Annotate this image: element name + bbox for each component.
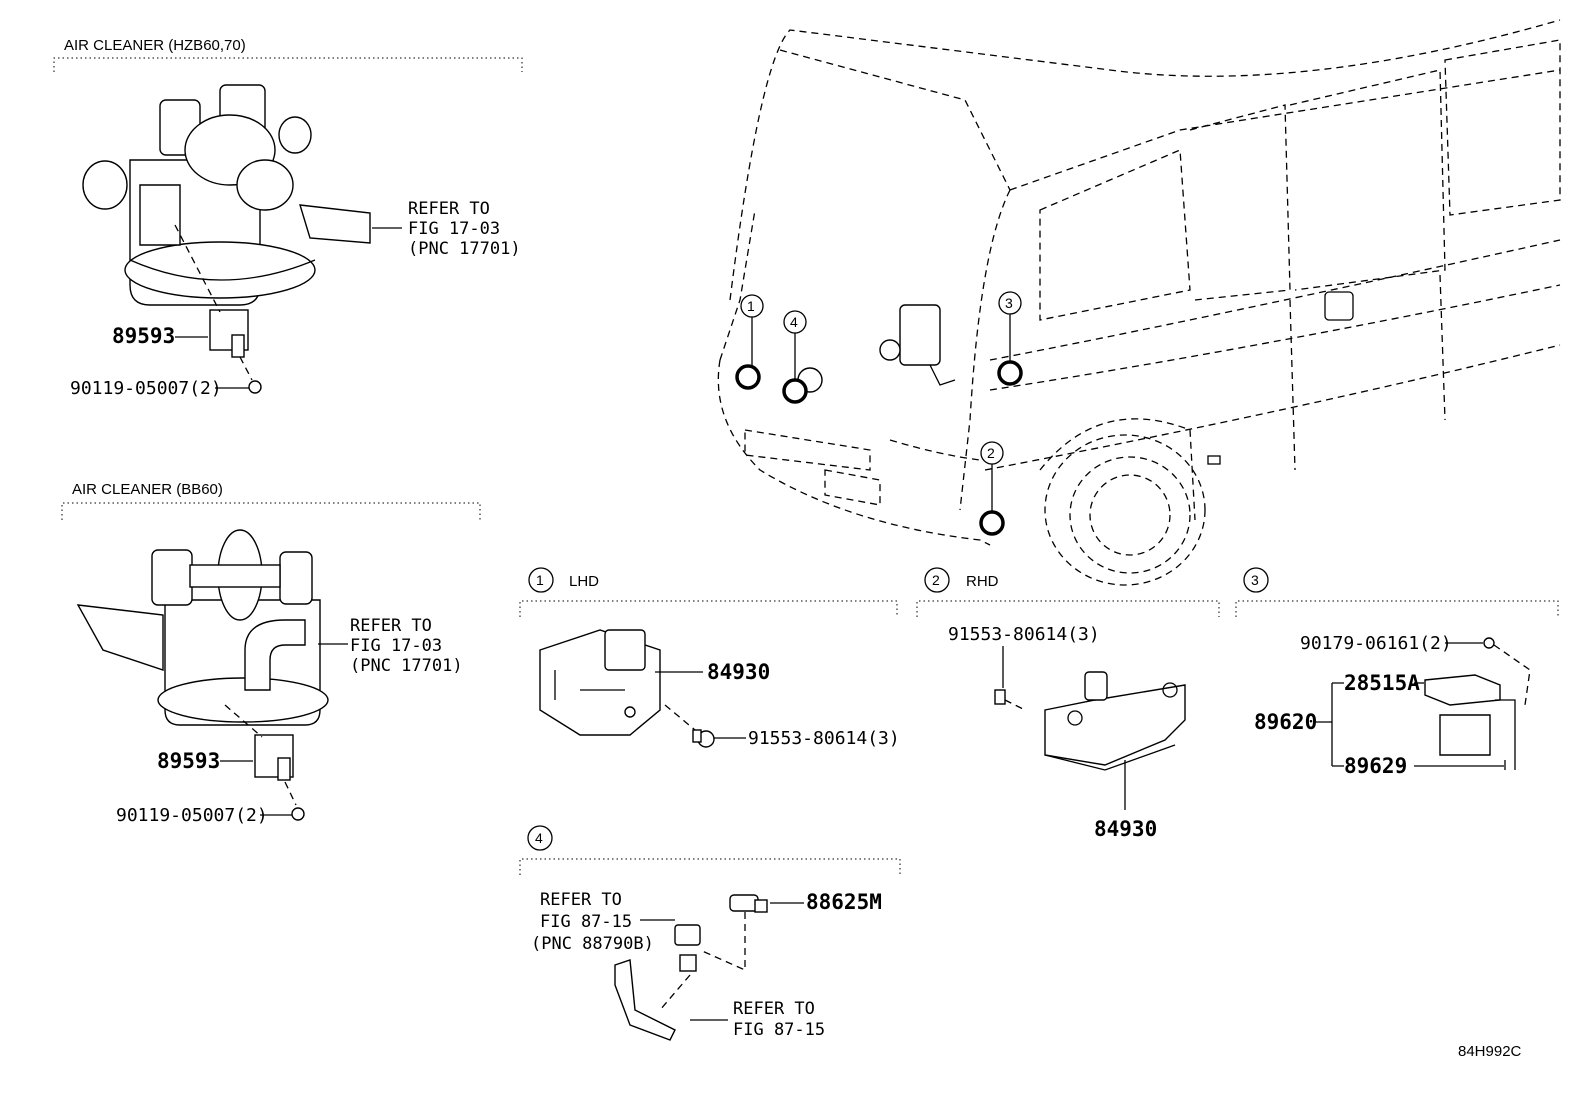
part-number-91553-80614: 91553-80614(3) — [748, 728, 900, 749]
bracket-84930-rhd-illustration — [1044, 671, 1186, 771]
view-4-group: 4 REFER TO FIG 87-15 (PNC 88790B) 88625M… — [519, 825, 901, 1041]
svg-text:REFER TO: REFER TO — [350, 616, 432, 636]
connector-bracket-illustration — [614, 924, 701, 1041]
svg-text:FIG 87-15: FIG 87-15 — [540, 912, 632, 932]
part-89593-a-illustration — [174, 224, 262, 394]
view-1-lhd-group: 1 LHD 84930 91553-80614(3) — [519, 567, 900, 749]
svg-text:1: 1 — [747, 298, 755, 314]
section-bracket — [519, 600, 898, 617]
section-bracket — [53, 57, 523, 72]
view-1-label: LHD — [569, 573, 599, 590]
svg-text:FIG 17-03: FIG 17-03 — [408, 219, 500, 239]
view-2-number: 2 — [932, 572, 940, 588]
vehicle-callout-2: 2 — [979, 441, 1005, 536]
view-1-number: 1 — [536, 572, 544, 588]
vehicle-callout-3: 3 — [997, 291, 1023, 386]
refer-fig8715: REFER TO FIG 87-15 — [690, 999, 825, 1040]
vehicle-callout-4: 4 — [782, 310, 808, 404]
part-number-90119-05007: 90119-05007(2) — [116, 805, 268, 826]
part-89593-b-illustration — [224, 704, 305, 821]
part-number-89593: 89593 — [157, 749, 220, 773]
sensor-assembly-illustration — [1424, 674, 1516, 770]
section-bracket — [519, 858, 901, 875]
view-3-group: 3 90179-06161(2) 28515A 89620 89629 — [1235, 567, 1559, 778]
view-2-label: RHD — [966, 573, 999, 590]
part-number-89629: 89629 — [1344, 754, 1407, 778]
air-cleaner-bb-group: AIR CLEANER (BB60) REFER TO FIG 17-03 (P… — [61, 481, 481, 826]
section-title-air-cleaner-bb: AIR CLEANER (BB60) — [72, 481, 223, 498]
svg-text:(PNC 88790B): (PNC 88790B) — [531, 934, 654, 954]
diagram-code: 84H992C — [1458, 1043, 1522, 1060]
part-number-90119-05007: 90119-05007(2) — [70, 378, 222, 399]
svg-text:REFER TO: REFER TO — [733, 999, 815, 1019]
refer-fig1703-a: REFER TO FIG 17-03 (PNC 17701) — [372, 199, 521, 259]
svg-text:(PNC 17701): (PNC 17701) — [408, 239, 521, 259]
bolt-91553-rhd-illustration — [994, 646, 1026, 711]
refer-fig8715-pnc: REFER TO FIG 87-15 (PNC 88790B) — [531, 890, 675, 954]
bracket-84930-lhd-illustration — [539, 629, 661, 736]
part-number-89620: 89620 — [1254, 710, 1317, 734]
refer-fig1703-b: REFER TO FIG 17-03 (PNC 17701) — [318, 616, 463, 676]
section-title-air-cleaner-hzb: AIR CLEANER (HZB60,70) — [64, 37, 246, 54]
bolt-91553-lhd-illustration — [664, 704, 715, 748]
view-2-rhd-group: 2 RHD 91553-80614(3) 84930 — [916, 567, 1220, 841]
air-cleaner-hzb-illustration — [82, 84, 371, 306]
svg-text:4: 4 — [790, 314, 798, 330]
part-number-89593: 89593 — [112, 324, 175, 348]
view-3-number: 3 — [1251, 572, 1259, 588]
svg-text:(PNC 17701): (PNC 17701) — [350, 656, 463, 676]
svg-text:REFER TO: REFER TO — [408, 199, 490, 219]
section-bracket — [1235, 600, 1559, 617]
svg-text:2: 2 — [987, 445, 995, 461]
part-number-90179-06161: 90179-06161(2) — [1300, 633, 1452, 654]
svg-text:3: 3 — [1005, 295, 1013, 311]
section-bracket — [61, 502, 481, 520]
svg-text:FIG 87-15: FIG 87-15 — [733, 1020, 825, 1040]
air-cleaner-hzb-group: AIR CLEANER (HZB60,70) REFER TO FIG 17-0… — [53, 37, 523, 399]
section-bracket — [916, 600, 1220, 617]
svg-text:FIG 17-03: FIG 17-03 — [350, 636, 442, 656]
view-4-number: 4 — [535, 830, 543, 846]
vehicle-illustration — [717, 19, 1561, 586]
part-number-28515A: 28515A — [1344, 671, 1420, 695]
part-number-91553-80614: 91553-80614(3) — [948, 624, 1100, 645]
vehicle-callout-1: 1 — [735, 294, 764, 390]
sensor-88625M-illustration — [699, 894, 768, 972]
svg-text:REFER TO: REFER TO — [540, 890, 622, 910]
part-number-84930: 84930 — [1094, 817, 1157, 841]
part-number-88625M: 88625M — [806, 890, 882, 914]
part-number-84930: 84930 — [707, 660, 770, 684]
air-cleaner-bb-illustration — [76, 529, 329, 726]
